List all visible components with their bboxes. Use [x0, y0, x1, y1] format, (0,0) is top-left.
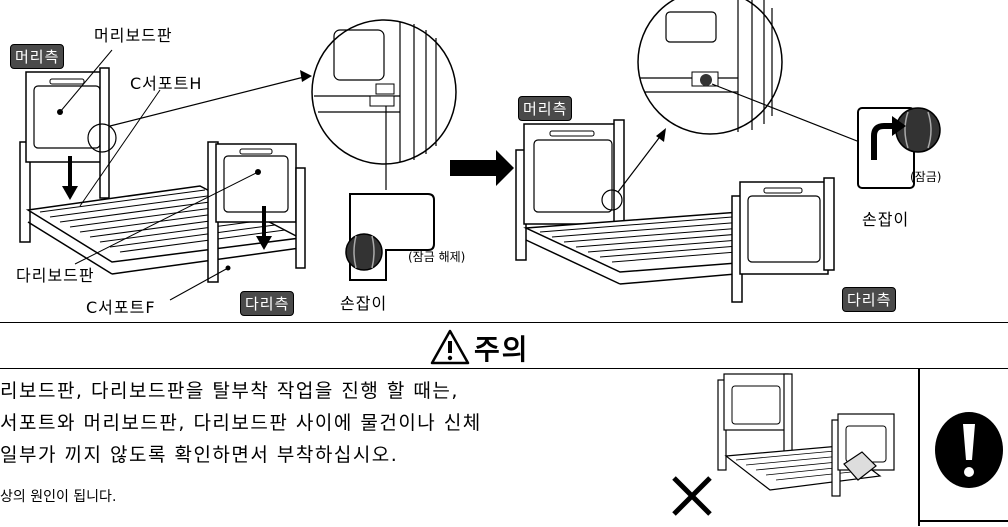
caution-section	[0, 322, 1008, 527]
head-side-tag-left: 머리측	[10, 44, 65, 69]
caution-line-2: 서포트와 머리보드판, 다리보드판 사이에 물건이나 신체	[0, 412, 482, 434]
caution-title-row	[0, 322, 1008, 369]
headboard-label: 머리보드판	[94, 26, 173, 45]
warning-triangle-icon	[430, 329, 470, 365]
turn-arrow-icon	[871, 116, 906, 160]
handle-label-left: 손잡이	[340, 294, 388, 313]
caution-line-3: 일부가 끼지 않도록 확인하면서 부착하십시오.	[0, 444, 399, 466]
cross-mark-icon	[672, 476, 712, 516]
lock-label: (잠금)	[910, 170, 942, 184]
unlock-label: (잠금 해제)	[408, 250, 466, 264]
foot-side-tag-right: 다리측	[842, 287, 897, 312]
head-side-tag-right: 머리측	[518, 96, 573, 121]
mandatory-exclamation-icon	[935, 412, 1003, 488]
icon-column-divider	[918, 368, 920, 526]
left-bed-illustration	[19, 0, 941, 303]
caution-bed-illustration	[717, 373, 895, 497]
caution-line-1: 리보드판, 다리보드판을 탈부착 작업을 진행 할 때는,	[0, 380, 459, 402]
handle-label-right: 손잡이	[862, 210, 910, 229]
arrow-right-icon	[450, 150, 514, 186]
c-support-f-label: C서포트F	[86, 298, 156, 317]
footboard-label: 다리보드판	[16, 266, 95, 285]
foot-side-tag-left: 다리측	[240, 291, 295, 316]
caution-title: 주의	[474, 333, 530, 366]
caution-line-4: 상의 원인이 됩니다.	[0, 489, 117, 505]
c-support-h-label: C서포트H	[130, 74, 203, 93]
bottom-rule	[918, 520, 1008, 522]
